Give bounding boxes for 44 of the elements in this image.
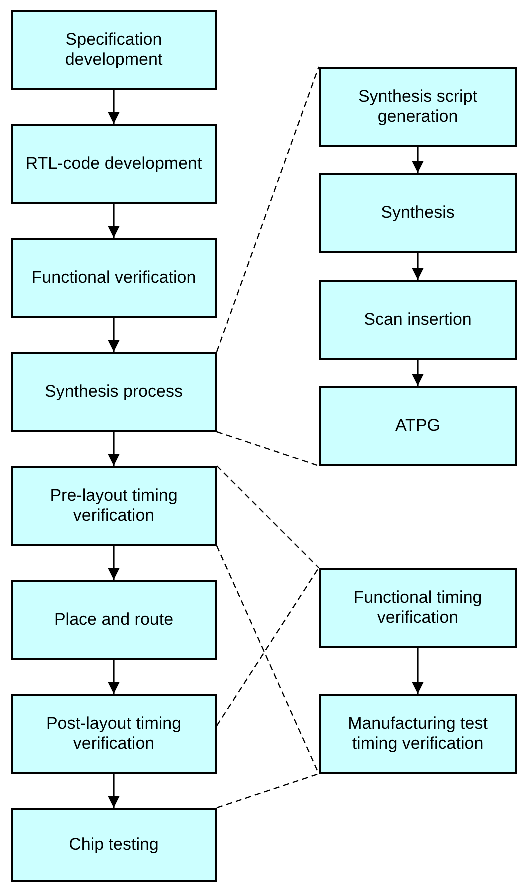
arrow xyxy=(108,204,120,238)
box-label: Pre-layout timing verification xyxy=(49,486,179,526)
box-label: Specification development xyxy=(64,30,164,70)
dashed-line xyxy=(216,66,320,352)
arrow xyxy=(412,253,424,280)
box-label: Synthesis process xyxy=(45,382,183,402)
process-box xyxy=(319,173,517,253)
box-label: Functional timing verification xyxy=(352,588,484,628)
process-box xyxy=(11,580,217,660)
process-box xyxy=(319,694,517,774)
arrow xyxy=(108,432,120,466)
process-box xyxy=(319,67,517,147)
box-label: Place and route xyxy=(54,610,174,630)
process-box xyxy=(319,386,517,466)
box-label: Manufacturing test timing verification xyxy=(347,714,489,754)
box-label: Chip testing xyxy=(69,834,159,856)
arrow xyxy=(108,774,120,808)
process-box xyxy=(11,10,217,90)
arrow xyxy=(412,147,424,173)
box-label: Post-layout timing verification xyxy=(45,714,183,754)
process-box xyxy=(11,352,217,432)
process-box xyxy=(11,808,217,882)
box-label: ATPG xyxy=(395,416,441,436)
process-box xyxy=(11,466,217,546)
arrow xyxy=(108,318,120,352)
process-box xyxy=(11,124,217,204)
arrow xyxy=(108,660,120,694)
box-label: Synthesis script generation xyxy=(357,86,479,128)
arrow xyxy=(412,648,424,694)
arrow xyxy=(108,546,120,580)
arrow xyxy=(108,90,120,124)
process-box xyxy=(319,280,517,360)
dashed-line xyxy=(216,773,320,809)
box-label: Functional verification xyxy=(32,268,196,288)
box-label: Scan insertion xyxy=(364,310,472,330)
process-box xyxy=(11,694,217,774)
dashed-line xyxy=(216,431,320,467)
dashed-line xyxy=(216,466,320,568)
box-label: RTL-code development xyxy=(26,154,202,174)
box-label: Synthesis xyxy=(381,202,455,224)
dashed-line xyxy=(216,568,320,726)
arrow xyxy=(412,360,424,386)
process-box xyxy=(11,238,217,318)
process-box xyxy=(319,568,517,648)
